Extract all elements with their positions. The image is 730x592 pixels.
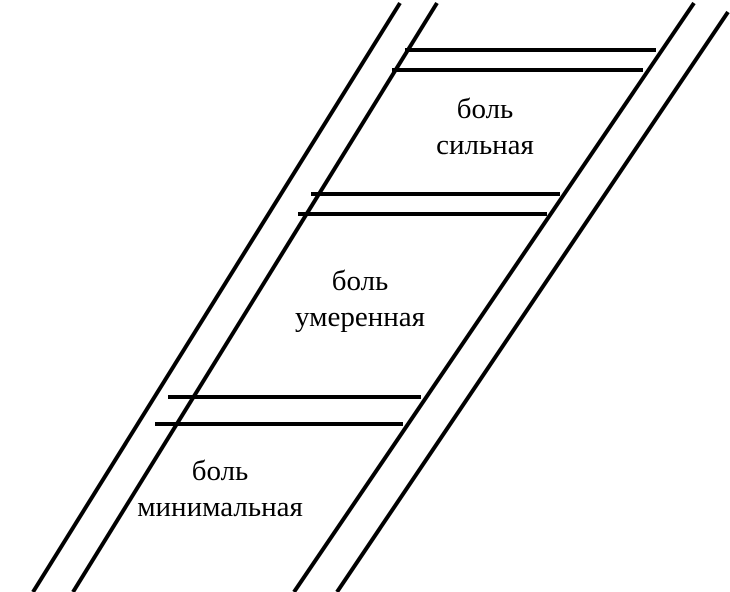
step-label-minimal-pain: боль минимальная [115, 453, 325, 525]
step-label-line: боль [191, 455, 249, 487]
step-label-line: минимальная [137, 491, 303, 523]
step-label-line: боль [456, 93, 514, 125]
step-label-line: сильная [436, 129, 534, 161]
step-label-strong-pain: боль сильная [380, 91, 590, 163]
step-label-line: умеренная [295, 301, 425, 333]
step-label-line: боль [331, 265, 389, 297]
ladder-left-inner-rail [71, 1, 439, 592]
ladder-right-inner-rail [292, 1, 696, 592]
ladder-right-outer-rail [335, 10, 730, 592]
ladder-left-outer-rail [31, 1, 402, 592]
step-label-moderate-pain: боль умеренная [255, 263, 465, 335]
